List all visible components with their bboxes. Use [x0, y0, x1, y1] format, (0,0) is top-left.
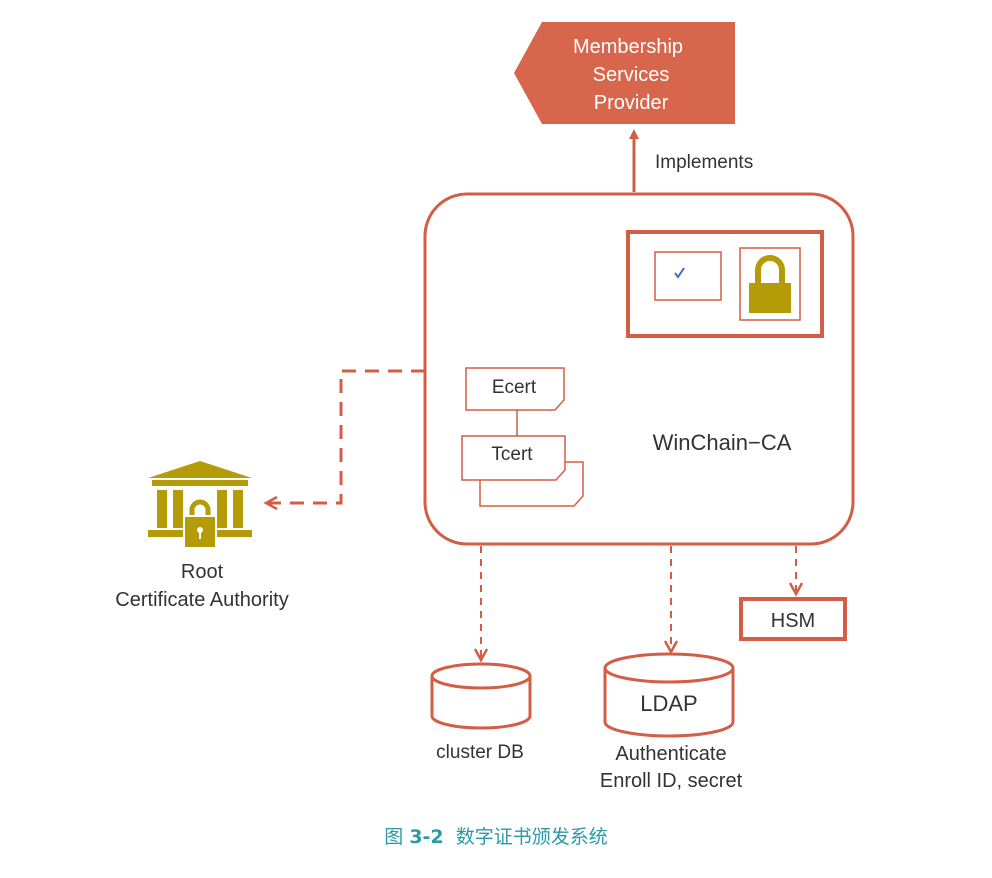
ca-keystore-box	[626, 230, 824, 338]
root-ca-label-line1: Root	[181, 561, 224, 583]
checkmark-icon	[674, 267, 685, 279]
ecert-label: Ecert	[492, 377, 537, 398]
msp-label-line3: Provider	[594, 92, 669, 114]
ldap-cylinder: LDAP	[603, 652, 735, 738]
hsm-node: HSM	[739, 597, 847, 641]
certificate-card	[654, 251, 722, 301]
caption-prefix: 图	[384, 826, 410, 848]
diagram-canvas: Membership Services Provider Implements …	[115, 22, 855, 792]
ldap-label: LDAP	[640, 691, 697, 716]
msp-label-line1: Membership	[573, 36, 683, 58]
msp-label-line2: Services	[593, 64, 670, 86]
root-ca-label-line2: Certificate Authority	[115, 589, 288, 611]
cluster-db-cylinder	[430, 662, 532, 730]
ldap-caption-line2: Enroll ID, secret	[600, 770, 743, 792]
root-ca-link	[263, 369, 425, 511]
msp-node: Membership Services Provider	[514, 22, 735, 124]
ca-name-label: WinChain−CA	[653, 430, 792, 455]
bank-lock-icon	[148, 461, 252, 549]
tcert-stack: Tcert	[461, 435, 584, 507]
figure-caption: 图 3-2 数字证书颁发系统	[0, 822, 992, 849]
caption-number: 3-2	[409, 826, 444, 848]
ecert-card: Ecert	[465, 367, 565, 411]
hsm-label: HSM	[771, 610, 815, 632]
implements-label: Implements	[655, 152, 753, 173]
caption-title: 数字证书颁发系统	[443, 826, 608, 848]
padlock-icon	[749, 255, 791, 313]
cluster-db-label: cluster DB	[436, 742, 524, 763]
ldap-caption-line1: Authenticate	[615, 743, 726, 765]
tcert-label: Tcert	[491, 444, 533, 465]
